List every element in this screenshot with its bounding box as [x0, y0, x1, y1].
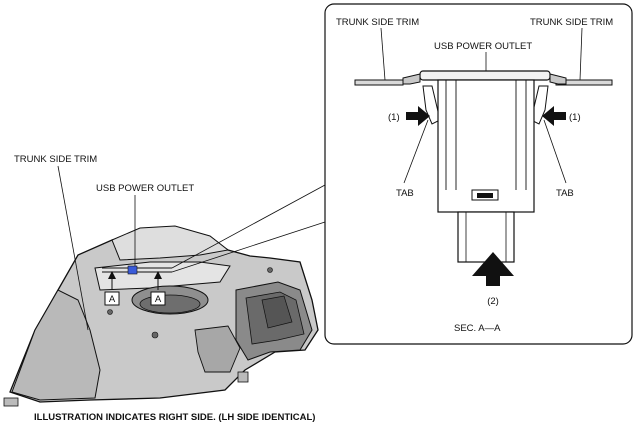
leader-tab-left [403, 119, 429, 184]
leader-trim-detail-left [380, 27, 386, 81]
callout-2: (2) [487, 296, 499, 307]
push-arrow-right [542, 106, 566, 126]
section-marker-right: A [155, 294, 162, 305]
callout-1-left: (1) [388, 112, 400, 123]
callout-1-right: (1) [569, 112, 581, 123]
label-usb-outlet-overview: USB POWER OUTLET [96, 183, 194, 194]
label-trunk-side-trim-overview: TRUNK SIDE TRIM [14, 154, 97, 165]
label-tab-left: TAB [396, 188, 414, 199]
leader-trim-detail-right [579, 27, 583, 81]
section-title: SEC. A—A [454, 323, 501, 334]
detail-connector-top [171, 184, 326, 269]
leader-trunk-side-trim-overview [57, 165, 89, 331]
footer-note: ILLUSTRATION INDICATES RIGHT SIDE. (LH S… [34, 412, 315, 423]
detail-connector-bottom [171, 221, 326, 273]
trunk-side-trim-overview [3, 225, 319, 407]
label-trunk-side-trim-detail-left: TRUNK SIDE TRIM [336, 17, 419, 28]
label-tab-right: TAB [556, 188, 574, 199]
push-arrow-left [406, 106, 430, 126]
section-arrow-left [104, 271, 120, 306]
leader-tab-right [543, 119, 567, 184]
usb-outlet-location-overview [102, 265, 172, 275]
label-usb-outlet-detail: USB POWER OUTLET [434, 41, 532, 52]
usb-outlet-housing [402, 70, 567, 263]
trunk-side-trim-detail-left-part [354, 79, 404, 86]
section-arrow-right [150, 271, 166, 306]
remove-arrow [472, 252, 514, 286]
label-trunk-side-trim-detail-right: TRUNK SIDE TRIM [530, 17, 613, 28]
section-marker-left: A [109, 294, 116, 305]
